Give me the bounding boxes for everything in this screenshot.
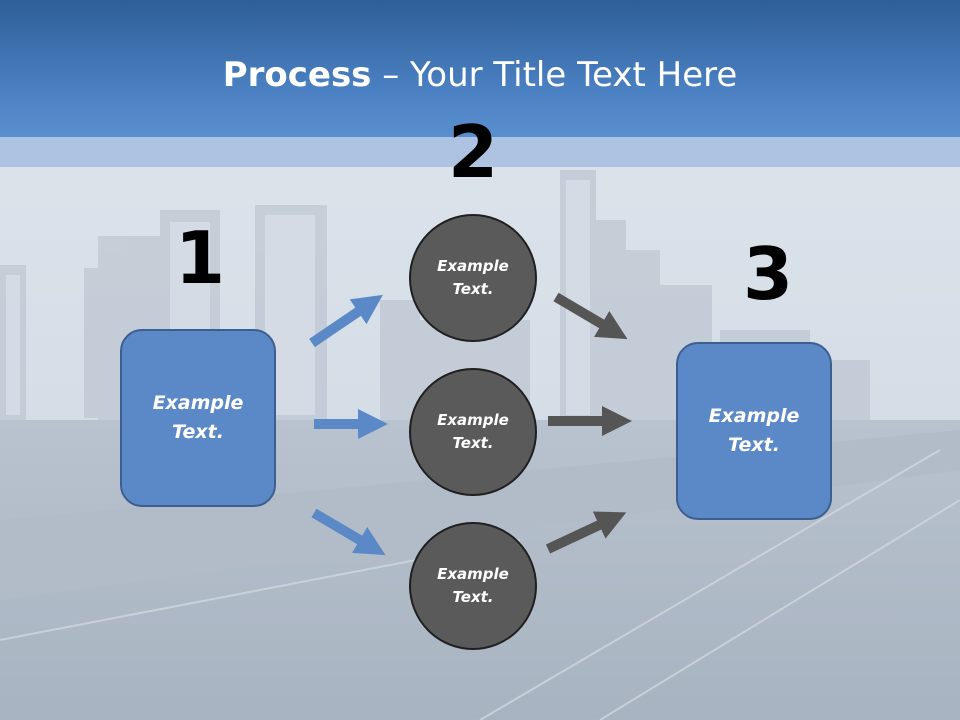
- circle-middle-line1: Example: [437, 411, 509, 429]
- circle-top-line2: Text.: [452, 280, 494, 298]
- step-number-2: 2: [447, 110, 499, 194]
- step-1-box[interactable]: Example Text.: [120, 329, 276, 507]
- title-bar: [0, 0, 960, 137]
- arrow-box1-to-circle3: [311, 508, 386, 556]
- step-1-line1: Example: [152, 392, 244, 414]
- circle-bottom-line2: Text.: [452, 588, 494, 606]
- header-band: [0, 137, 960, 167]
- arrow-circle3-to-box3: [545, 511, 627, 554]
- circle-bottom-line1: Example: [437, 565, 509, 583]
- step-2-circle-top[interactable]: Example Text.: [409, 214, 537, 342]
- step-2-circle-bottom[interactable]: Example Text.: [409, 522, 537, 650]
- arrow-box1-to-circle1: [309, 294, 383, 348]
- title-rest: – Your Title Text Here: [371, 55, 738, 95]
- step-3-box[interactable]: Example Text.: [676, 342, 832, 520]
- step-number-1: 1: [174, 216, 226, 300]
- step-3-line2: Text.: [728, 434, 780, 456]
- circle-middle-line2: Text.: [452, 434, 494, 452]
- circle-top-line1: Example: [437, 257, 509, 275]
- title-bold: Process: [222, 55, 372, 95]
- step-number-3: 3: [742, 232, 794, 316]
- step-3-line1: Example: [708, 405, 800, 427]
- slide-title: Process – Your Title Text Here: [0, 52, 960, 98]
- step-2-circle-middle[interactable]: Example Text.: [409, 368, 537, 496]
- arrow-circle1-to-box3: [553, 292, 628, 340]
- step-1-line2: Text.: [172, 421, 224, 443]
